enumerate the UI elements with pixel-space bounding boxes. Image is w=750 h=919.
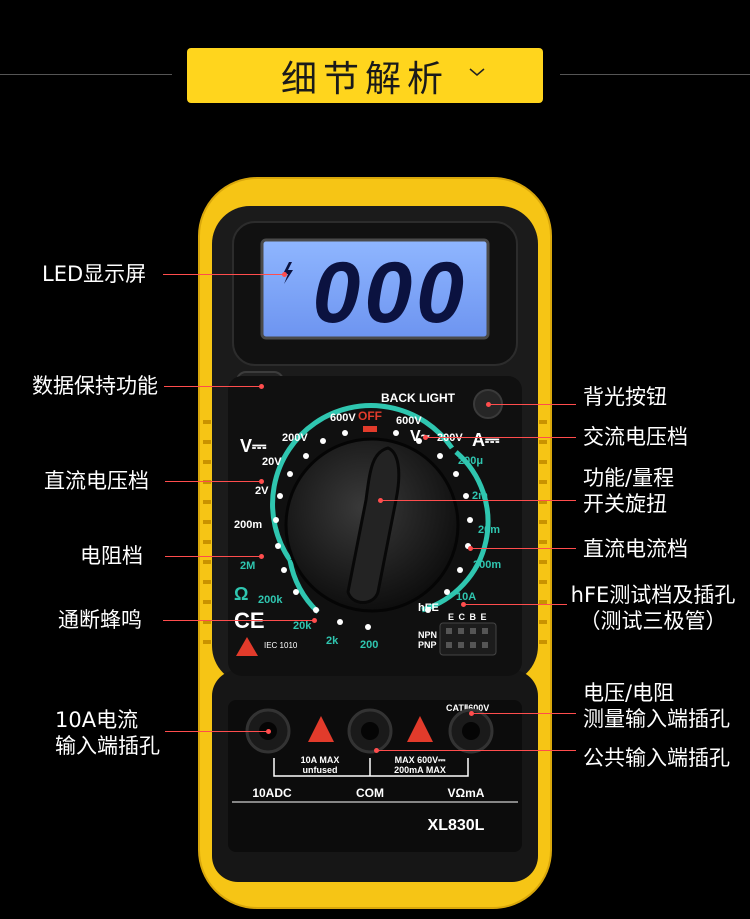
lcd-digits: 000 [313,245,469,341]
svg-text:200V: 200V [282,432,308,444]
svg-text:VΩmA: VΩmA [448,786,485,800]
warning-triangle-icon [308,716,334,742]
dial-tick-dots [273,430,473,630]
grip-ridges [203,420,547,644]
svg-text:hFE: hFE [418,602,439,614]
svg-text:2m: 2m [472,490,488,502]
svg-text:200m: 200m [234,519,262,531]
knob-pointer [346,446,401,604]
svg-text:MAX 600V⎓: MAX 600V⎓ [395,755,447,765]
callout-resistance: 电阻档 [80,544,143,568]
title-rule-right [560,74,750,75]
svg-text:IEC 1010: IEC 1010 [264,641,298,650]
warning-triangle-icon [236,637,258,656]
svg-text:PNP: PNP [418,640,437,650]
warning-triangle-icon [407,716,433,742]
lightning-icon [283,262,293,284]
callout-10a-input: 10A电流 输入端插孔 [55,708,160,758]
callout-data-hold: 数据保持功能 [32,374,158,398]
svg-text:10A MAX: 10A MAX [301,755,340,765]
lcd-screen [260,238,490,340]
model-label: XL830L [428,817,485,834]
section-title: 细节解析 [280,58,449,100]
svg-text:A⎓: A⎓ [472,430,500,450]
svg-text:BACK LIGHT: BACK LIGHT [381,391,456,405]
svg-text:600V: 600V [396,415,422,427]
callout-continuity: 通断蜂鸣 [58,608,142,632]
hfe-socket [439,622,497,656]
svg-text:E C B E: E C B E [448,612,488,622]
svg-text:CATⅡ600V: CATⅡ600V [446,703,489,713]
callout-hfe-socket: hFE测试档及插孔 （测试三极管） [570,583,736,633]
svg-text:NPN: NPN [418,630,437,640]
callout-backlight-button: 背光按钮 [583,385,667,409]
svg-text:2M: 2M [240,560,255,572]
svg-text:20k: 20k [293,620,312,632]
svg-text:200m: 200m [473,559,501,571]
svg-text:2V: 2V [255,485,269,497]
svg-text:10A: 10A [456,591,476,603]
input-jacks [245,708,494,754]
chevron-down-icon [469,68,485,76]
svg-text:200k: 200k [258,594,283,606]
svg-text:600V: 600V [330,412,356,424]
callout-ac-voltage: 交流电压档 [583,425,688,449]
svg-text:unfused: unfused [303,765,338,775]
svg-text:20m: 20m [478,524,500,536]
svg-text:V~: V~ [410,428,430,445]
callout-led-display: LED显示屏 [42,262,147,286]
callout-function-switch: 功能/量程 开关旋扭 [583,466,675,516]
callout-volt-ohm-input: 电压/电阻 测量输入端插孔 [583,681,730,731]
callout-dc-current: 直流电流档 [583,537,688,561]
title-rule-left [0,74,172,75]
svg-text:COM: COM [356,786,384,800]
svg-text:200V: 200V [437,432,463,444]
svg-text:200mA MAX: 200mA MAX [394,765,446,775]
section-title-banner: 细节解析 [187,48,543,103]
svg-text:2k: 2k [326,635,339,647]
svg-text:200μ: 200μ [458,455,483,467]
svg-text:20V: 20V [262,456,282,468]
svg-text:Ω: Ω [234,584,248,604]
svg-text:10ADC: 10ADC [252,786,292,800]
svg-text:OFF: OFF [358,409,382,423]
callout-dc-voltage: 直流电压档 [44,469,149,493]
svg-text:V⎓: V⎓ [240,436,267,456]
callout-common-input: 公共输入端插孔 [583,746,730,770]
svg-text:200: 200 [360,639,378,651]
